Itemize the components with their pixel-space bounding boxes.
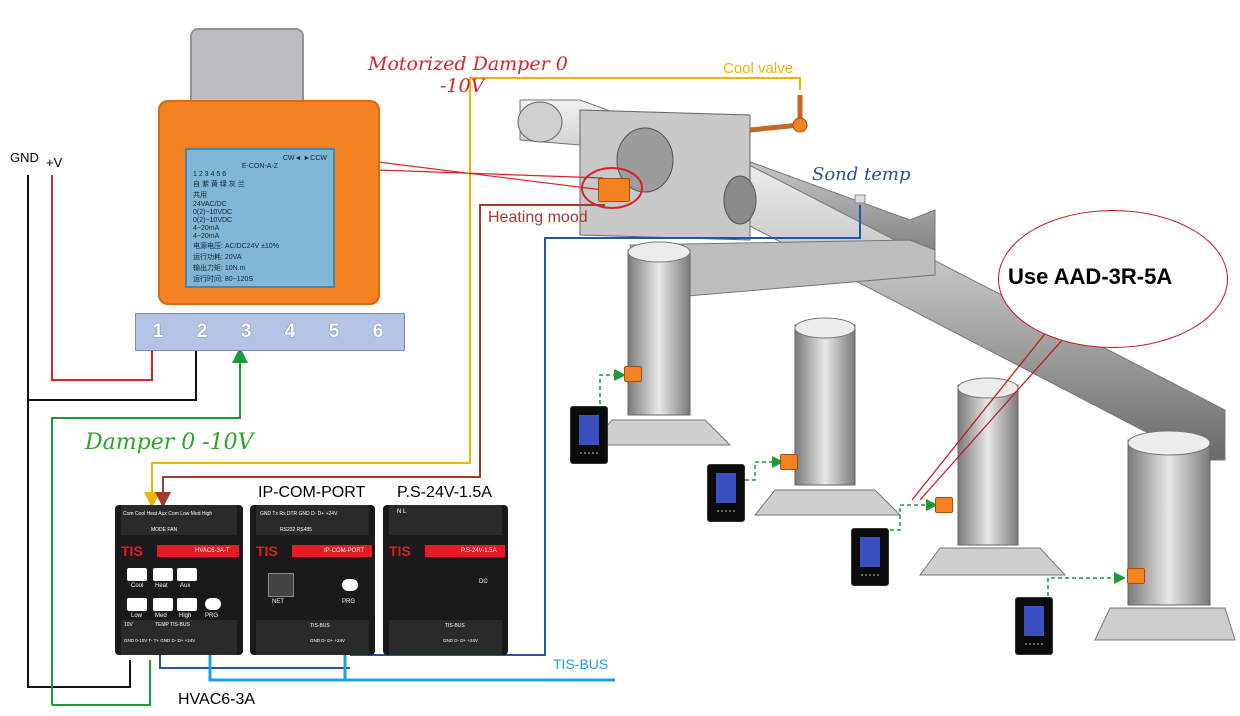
heating-wire xyxy=(155,204,605,508)
ps-24v-label: P.S-24V-1.5A xyxy=(397,484,492,501)
plus-v-label: +V xyxy=(46,155,63,170)
terminal-1: 1 xyxy=(152,321,164,342)
terminal-2: 2 xyxy=(196,321,208,342)
hvac-module: Com Cool Heat Aux Com Low Med High MODE … xyxy=(115,505,243,655)
thermostat-icon xyxy=(851,528,889,586)
use-aad-label: Use AAD-3R-5A xyxy=(1008,264,1173,289)
zone-damper-icon xyxy=(935,497,953,513)
tis-bus-wire xyxy=(208,650,615,682)
actuator-clamp xyxy=(190,28,304,112)
terminal-strip: 1 2 3 4 5 6 xyxy=(135,313,405,351)
motorized-damper-label: Motorized Damper 0 xyxy=(368,53,568,75)
gnd-wire xyxy=(27,175,197,401)
heating-mood-label: Heating mood xyxy=(488,209,588,226)
hvac6-3a-label: HVAC6-3A xyxy=(178,691,256,708)
terminal-5: 5 xyxy=(328,321,340,342)
motorized-damper-label-2: -10V xyxy=(440,75,485,97)
thermostat-icon xyxy=(707,464,745,522)
actuator-nameplate: CW◄ ►CCW E-CON-A-Z 1 2 3 4 5 6 自 紫 黄 绿 灰… xyxy=(185,148,335,288)
plus-v-wire xyxy=(51,175,153,381)
tis-bus-label: TIS-BUS xyxy=(553,656,609,672)
terminal-3: 3 xyxy=(240,321,252,342)
callout-bubble xyxy=(998,210,1228,348)
zone-damper-icon xyxy=(1127,568,1145,584)
ip-com-port-module: GND Tx Rx DTR GND D- D+ +24V RS232 RS485… xyxy=(250,505,375,655)
cool-valve-label: Cool valve xyxy=(723,60,794,77)
terminal-6: 6 xyxy=(372,321,384,342)
damper-010v-label: Damper 0 -10V xyxy=(85,430,254,455)
cool-valve-wire xyxy=(144,77,801,508)
sond-temp-wire xyxy=(350,205,861,656)
thermostat-icon xyxy=(570,406,608,464)
zone-damper-icon xyxy=(780,454,798,470)
sond-temp-label: Sond temp xyxy=(812,164,911,185)
ductwork xyxy=(517,95,1236,641)
ip-com-port-label: IP-COM-PORT xyxy=(258,484,366,501)
duct-actuator-icon xyxy=(598,178,630,202)
zone-damper-icon xyxy=(624,366,642,382)
damper-signal-wire xyxy=(51,347,248,705)
thermostat-icon xyxy=(1015,597,1053,655)
power-supply-module: N L TIS P.S-24V-1.5A DC TIS-BUS GND D- D… xyxy=(383,505,508,655)
gnd-label: GND xyxy=(10,150,39,165)
terminal-4: 4 xyxy=(284,321,296,342)
